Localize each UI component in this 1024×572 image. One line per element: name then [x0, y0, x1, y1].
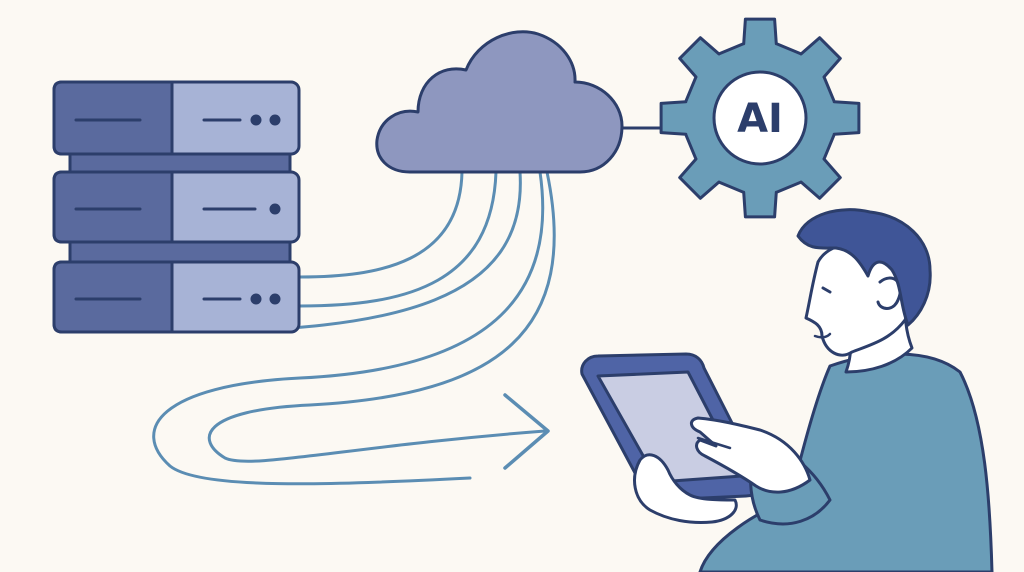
- arrow-right-icon: [503, 393, 550, 470]
- person-finger: [696, 436, 732, 450]
- flow-line-5: [207, 170, 556, 463]
- flow-line-2: [298, 170, 498, 308]
- person-mouth: [813, 332, 832, 339]
- person-ear: [876, 276, 902, 310]
- server-unit-1: [52, 80, 301, 156]
- person-icon: [580, 208, 994, 572]
- person-right-hand: [690, 416, 812, 494]
- gear-hub: [712, 70, 808, 166]
- flow-line-1: [298, 170, 464, 279]
- server-rack-icon: [52, 80, 301, 334]
- gear-icon: AI: [659, 17, 861, 219]
- server-connector: [68, 239, 292, 265]
- gear-label: AI: [737, 96, 783, 142]
- person-hair: [796, 208, 932, 327]
- server-connector: [68, 151, 292, 175]
- server-unit-2: [52, 170, 301, 244]
- server-unit-3: [52, 260, 301, 334]
- person-left-hand: [633, 453, 738, 524]
- cloud-icon: [375, 30, 624, 174]
- flow-line-4: [152, 170, 545, 486]
- person-eye: [821, 286, 832, 294]
